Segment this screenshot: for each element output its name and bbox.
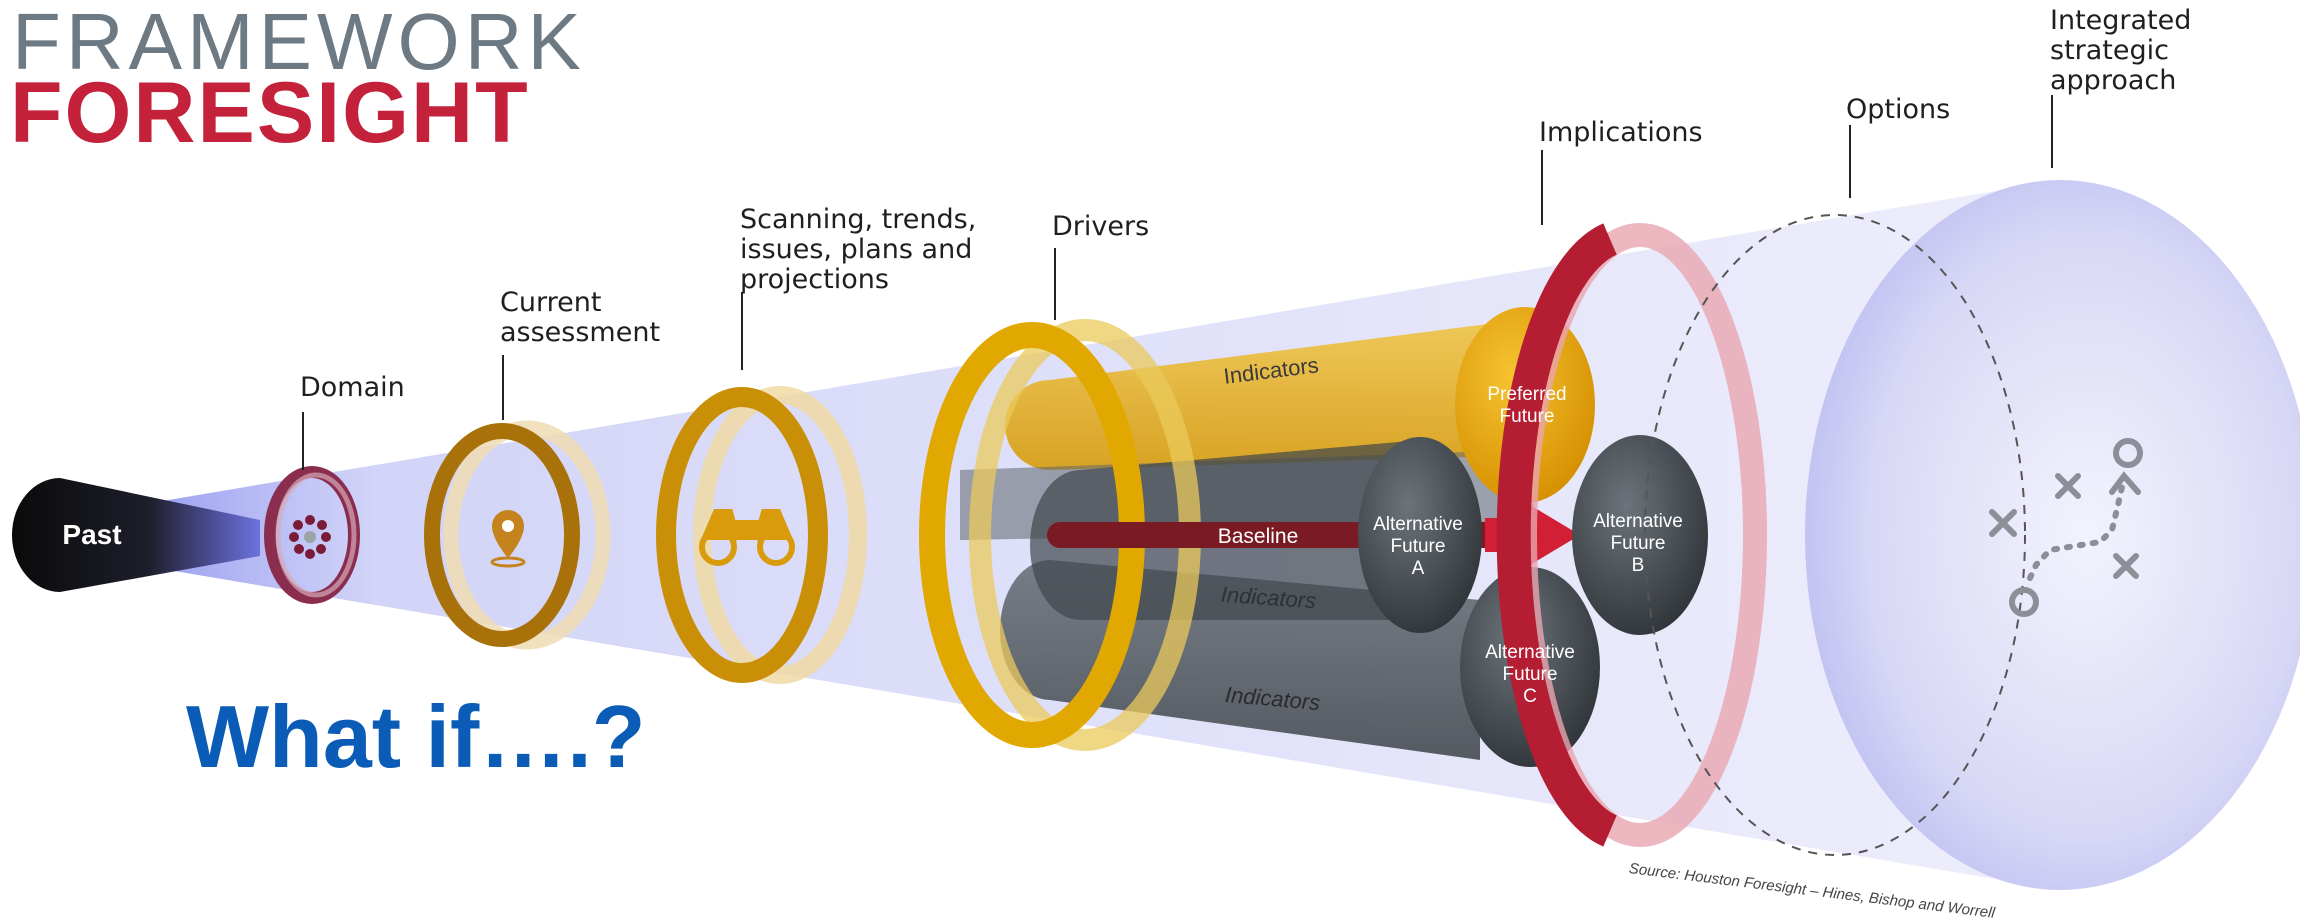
alt-future-a-line1: Alternative (1373, 514, 1463, 535)
leader-lines (302, 95, 2053, 470)
dots-circle-icon (289, 515, 331, 559)
options-label: Options (1846, 94, 1951, 125)
alt-future-c-line3: C (1523, 686, 1537, 707)
implications-label: Implications (1539, 117, 1703, 148)
alt-future-b-line1: Alternative (1593, 511, 1683, 532)
options-dashed-circle (1644, 214, 2026, 856)
past-label: Past (62, 519, 121, 550)
alt-future-b-line2: Future (1611, 533, 1666, 554)
binoculars-icon (699, 509, 795, 566)
alternative-future-b-ball (1572, 435, 1708, 635)
past-shape (12, 478, 260, 592)
preferred-future-line1: Preferred (1487, 384, 1566, 405)
domain-ring (264, 466, 360, 604)
implications-ring (1496, 223, 1767, 847)
current-assessment-label: Current assessment (500, 287, 661, 348)
alt-future-c-line2: Future (1503, 664, 1558, 685)
preferred-future-line2: Future (1500, 406, 1555, 427)
scanning-label: Scanning, trends, issues, plans and proj… (740, 204, 977, 295)
alt-future-a-line2: Future (1391, 536, 1446, 557)
baseline-label: Baseline (1218, 525, 1299, 548)
integrated-strategic-approach-label: Integrated strategic approach (2050, 5, 2192, 96)
alternative-future-a-ball (1358, 437, 1482, 633)
what-if-question: What if….? (186, 687, 646, 786)
location-pin-icon (490, 510, 526, 568)
drivers-label: Drivers (1052, 211, 1150, 242)
title-framework: FRAMEWORK (12, 0, 586, 86)
alt-future-c-line1: Alternative (1485, 642, 1575, 663)
current-assessment-ring (424, 420, 611, 650)
cone-end-cap (1805, 180, 2300, 890)
domain-label: Domain (300, 372, 405, 403)
alt-future-b-line3: B (1632, 555, 1645, 576)
play-diagram-icon (1989, 438, 2143, 617)
alt-future-a-line3: A (1412, 558, 1425, 579)
title-foresight: FORESIGHT (10, 65, 530, 161)
scanning-ring (656, 386, 867, 684)
